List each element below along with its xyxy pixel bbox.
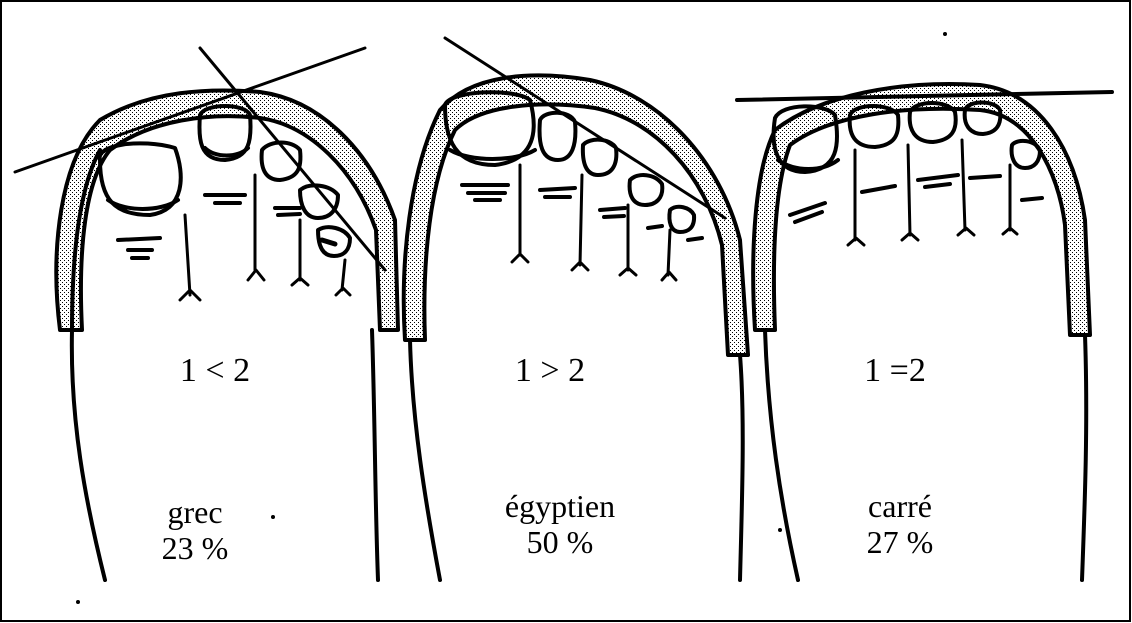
speck <box>943 32 947 36</box>
type-egyptien: égyptien <box>480 488 640 524</box>
percent-egyptien: 50 % <box>500 524 620 560</box>
type-carre: carré <box>840 488 960 524</box>
speck <box>778 528 782 532</box>
percent-carre: 27 % <box>840 524 960 560</box>
relation-grec: 1 < 2 <box>160 352 270 390</box>
relation-egyptien: 1 > 2 <box>495 352 605 390</box>
percent-grec: 23 % <box>135 530 255 566</box>
relation-carre: 1 =2 <box>840 352 950 390</box>
type-grec: grec <box>135 494 255 530</box>
speck <box>271 515 275 519</box>
speck <box>76 600 80 604</box>
